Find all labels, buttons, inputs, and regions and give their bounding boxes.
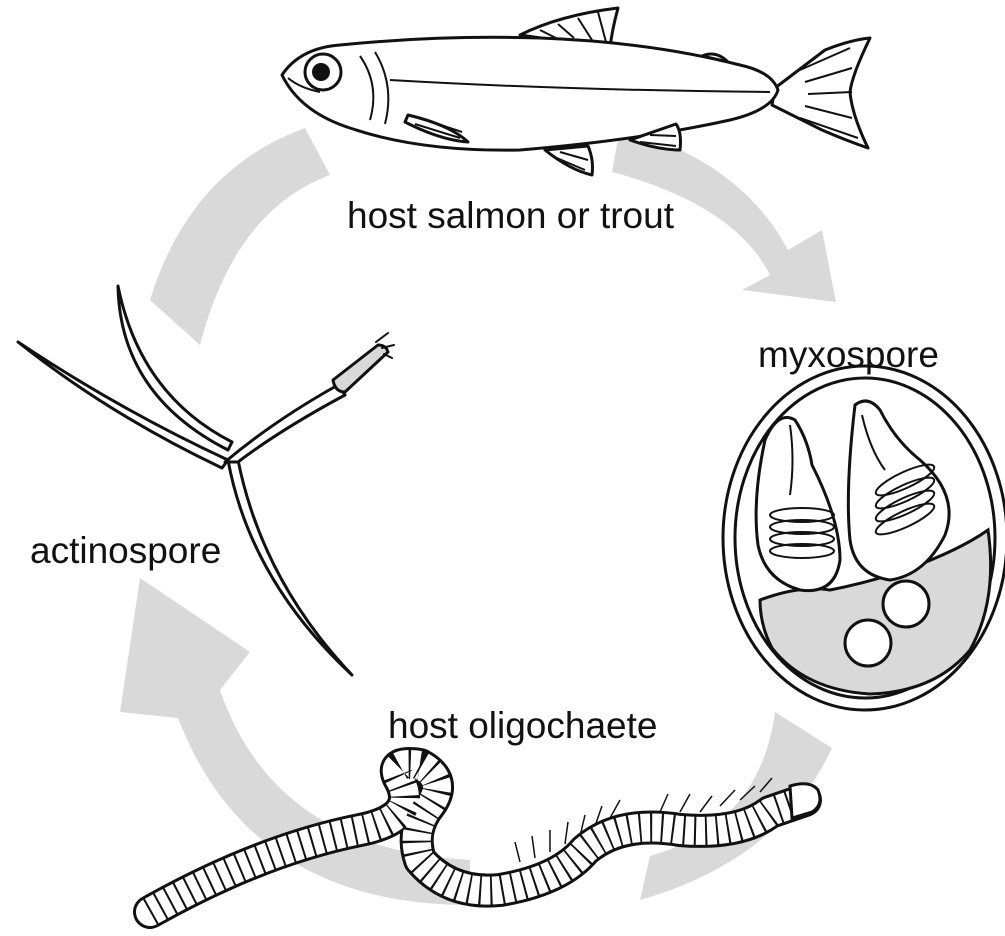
host-worm-label: host oligochaete bbox=[388, 707, 657, 744]
actinospore-process-lower bbox=[228, 460, 352, 675]
fish-icon bbox=[282, 8, 870, 175]
host-fish-label: host salmon or trout bbox=[347, 197, 674, 234]
myxospore-inclusion-1 bbox=[883, 581, 929, 627]
fish-pelvic-fin bbox=[545, 146, 593, 175]
actinospore-process-left bbox=[18, 342, 228, 468]
myxospore-inclusion-2 bbox=[845, 620, 891, 666]
actinospore-icon bbox=[18, 286, 394, 675]
myxospore-label: myxospore bbox=[758, 336, 939, 373]
arrow-actinospore-to-fish bbox=[150, 128, 330, 345]
actinospore-sporoplasm bbox=[333, 345, 388, 392]
actinospore-label: actinospore bbox=[30, 532, 221, 569]
actinospore-style bbox=[225, 385, 345, 462]
myxospore-icon bbox=[723, 366, 1005, 710]
